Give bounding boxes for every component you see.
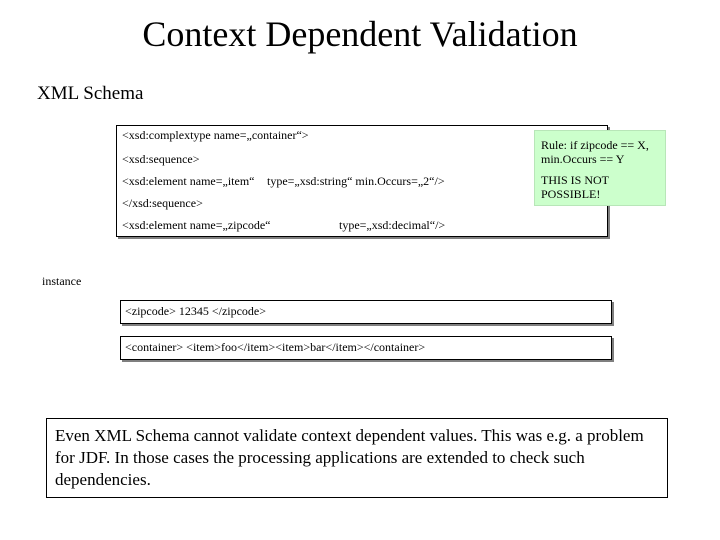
section-heading-xml-schema: XML Schema bbox=[37, 83, 144, 104]
page-title: Context Dependent Validation bbox=[142, 14, 578, 54]
schema-line-zipcode-type: type=„xsd:decimal“/> bbox=[339, 218, 446, 232]
summary-box: Even XML Schema cannot validate context … bbox=[46, 418, 668, 498]
rule-note-callout: Rule: if zipcode == X, min.Occurs == Y T… bbox=[534, 130, 666, 206]
schema-line-item-element: <xsd:element name=„item“ bbox=[122, 174, 255, 188]
instance-zipcode-text: <zipcode> 12345 </zipcode> bbox=[125, 304, 267, 318]
schema-code-box: <xsd:complextype name=„container“> <xsd:… bbox=[116, 125, 608, 237]
instance-zipcode-box: <zipcode> 12345 </zipcode> bbox=[120, 300, 612, 324]
rule-note-warning: THIS IS NOT POSSIBLE! bbox=[541, 173, 609, 201]
schema-line-sequence-open: <xsd:sequence> bbox=[122, 152, 200, 166]
schema-line-zipcode-element: <xsd:element name=„zipcode“ bbox=[122, 218, 271, 232]
schema-line-item-type: type=„xsd:string“ min.Occurs=„2“/> bbox=[267, 174, 445, 188]
rule-note-text: Rule: if zipcode == X, min.Occurs == Y bbox=[541, 138, 649, 166]
instance-label: instance bbox=[42, 274, 82, 288]
instance-container-box: <container> <item>foo</item><item>bar</i… bbox=[120, 336, 612, 360]
instance-container-text: <container> <item>foo</item><item>bar</i… bbox=[125, 340, 426, 354]
summary-text: Even XML Schema cannot validate context … bbox=[55, 426, 644, 489]
schema-line-sequence-close: </xsd:sequence> bbox=[122, 196, 203, 210]
schema-line-complextype: <xsd:complextype name=„container“> bbox=[122, 128, 309, 142]
